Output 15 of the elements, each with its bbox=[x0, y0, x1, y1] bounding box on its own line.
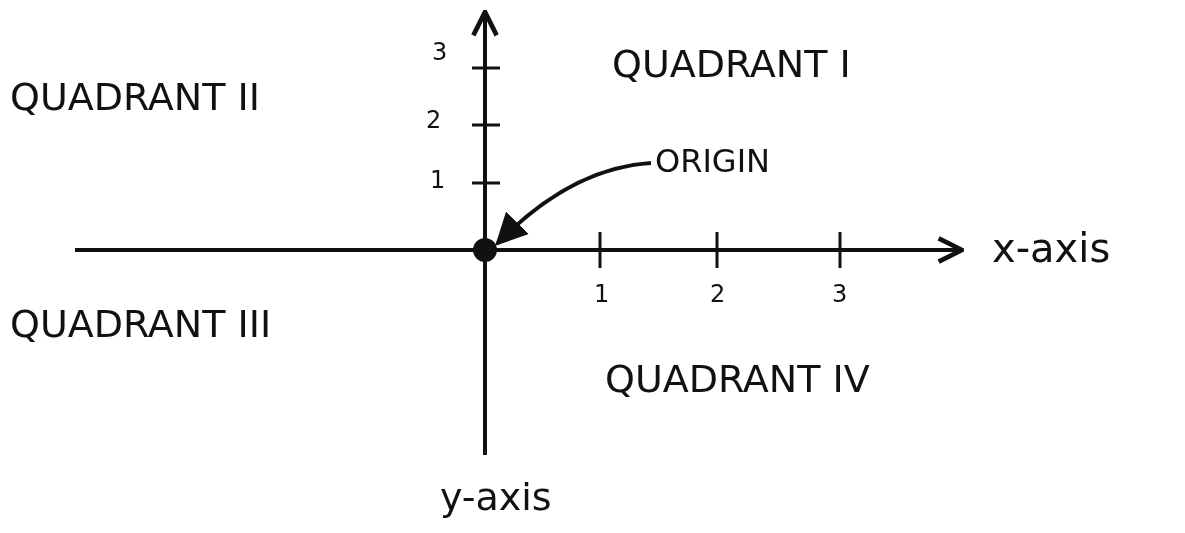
origin-label: ORIGIN bbox=[655, 145, 771, 177]
tick-label: 1 bbox=[594, 282, 610, 306]
origin-dot bbox=[473, 238, 497, 262]
tick-label: 1 bbox=[430, 168, 446, 192]
quadrant-label: QUADRANT IV bbox=[605, 360, 870, 398]
tick-label: 2 bbox=[426, 108, 442, 132]
leader-line bbox=[495, 161, 652, 246]
tick-label: 3 bbox=[832, 282, 848, 306]
axis-label: y-axis bbox=[440, 478, 552, 516]
quadrant-label: QUADRANT I bbox=[612, 45, 851, 83]
tick-label: 2 bbox=[710, 282, 726, 306]
quadrant-label: QUADRANT III bbox=[10, 305, 272, 343]
tick-label: 3 bbox=[432, 40, 448, 64]
quadrant-label: QUADRANT II bbox=[10, 78, 260, 116]
axis-label: x-axis bbox=[992, 228, 1111, 268]
